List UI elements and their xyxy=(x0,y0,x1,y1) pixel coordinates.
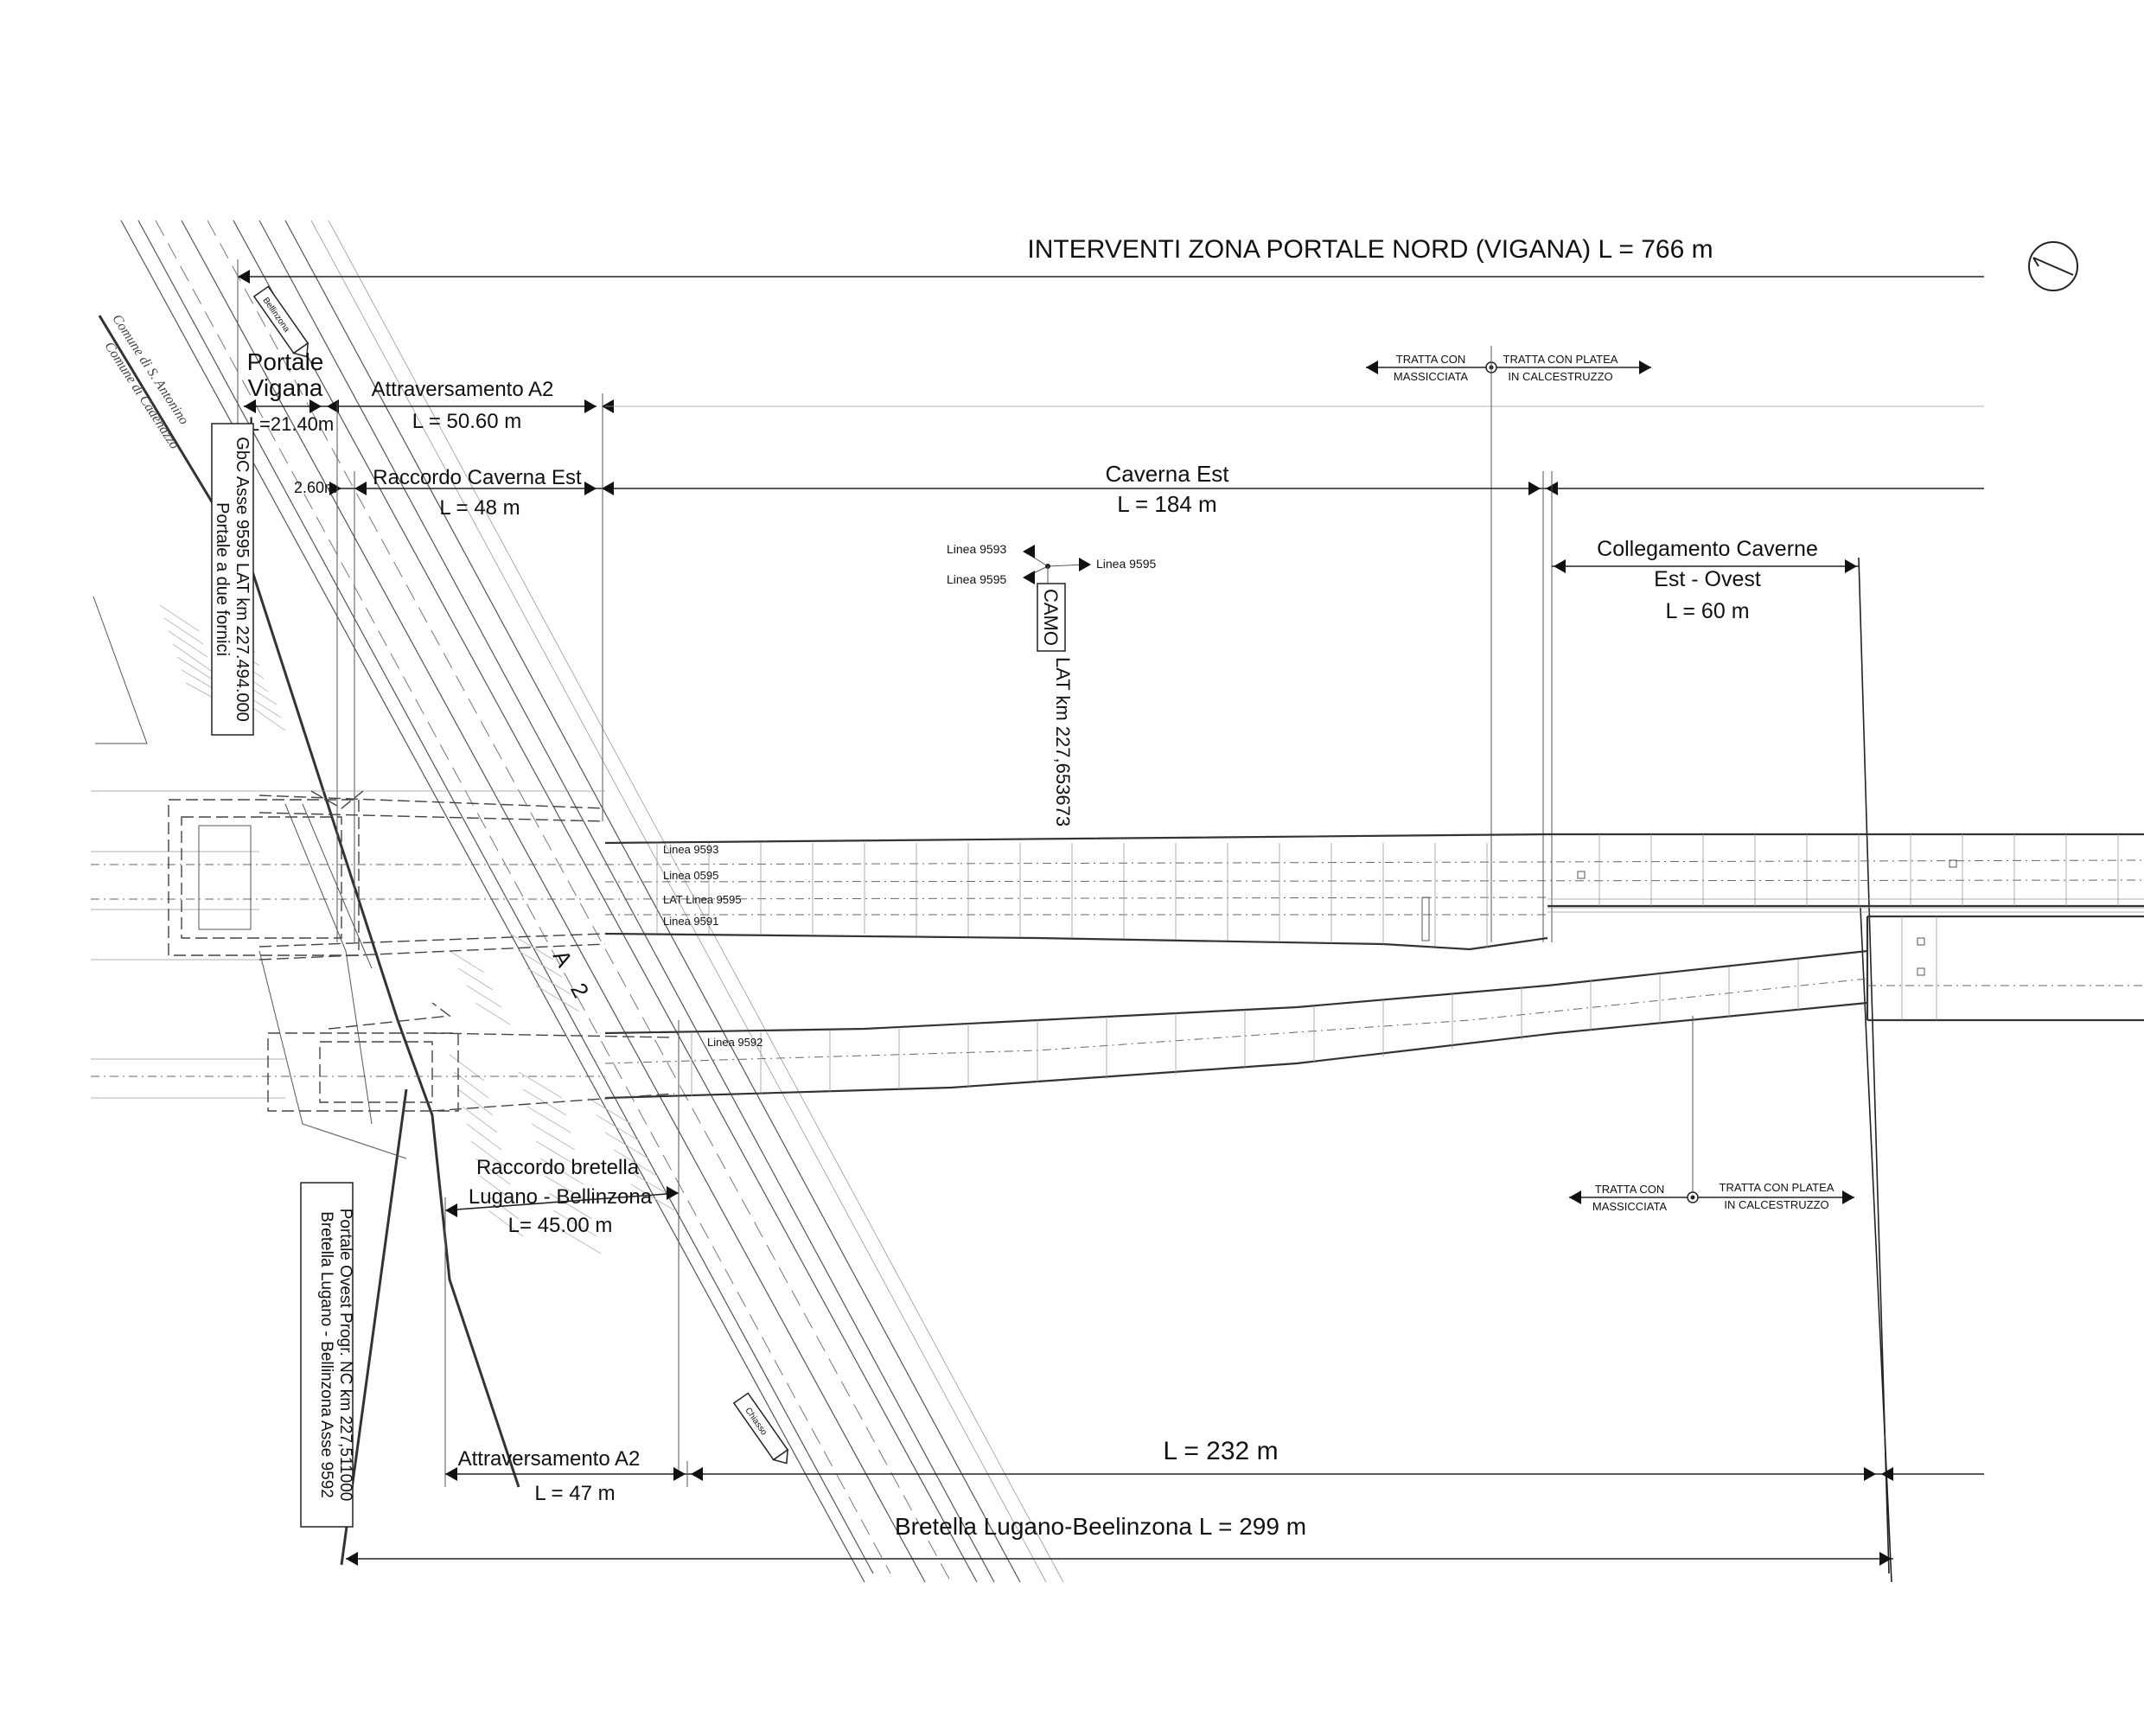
svg-text:Portale: Portale xyxy=(247,348,324,375)
svg-text:Linea 9593: Linea 9593 xyxy=(947,542,1007,556)
bretella-box: Bretella Lugano - Bellinzona Asse 9592 P… xyxy=(300,1182,354,1528)
collegamento-caverne-dim: Collegamento Caverne Est - Ovest L = 60 … xyxy=(1552,537,1859,623)
svg-text:L = 47 m: L = 47 m xyxy=(534,1482,615,1505)
road-sign-chiasso: Chiasso xyxy=(732,1392,789,1465)
label-linea-9591: Linea 9591 xyxy=(663,915,718,928)
svg-text:L = 48 m: L = 48 m xyxy=(439,496,520,520)
tunnel-bretella-tube xyxy=(604,915,2144,1100)
road-sign-bellinzona: Bellinzona xyxy=(252,285,309,358)
svg-text:L = 50.60 m: L = 50.60 m xyxy=(412,410,522,433)
svg-text:Attraversamento A2: Attraversamento A2 xyxy=(458,1447,641,1471)
dim-line-total xyxy=(237,259,1984,450)
svg-text:TRATTA CON PLATEA: TRATTA CON PLATEA xyxy=(1720,1181,1835,1194)
svg-text:TRATTA CON: TRATTA CON xyxy=(1595,1183,1664,1196)
svg-text:Raccordo Caverna Est: Raccordo Caverna Est xyxy=(373,466,582,489)
attraversamento-a2-top: Attraversamento A2 L = 50.60 m xyxy=(372,378,554,433)
svg-text:Raccordo bretella: Raccordo bretella xyxy=(476,1156,640,1179)
svg-text:Portale Ovest Progr. NC km 227: Portale Ovest Progr. NC km 227,511000 xyxy=(336,1209,354,1502)
caverna-est-dim: Caverna Est L = 184 m xyxy=(1105,461,1229,517)
camo-detail: Linea 9593 Linea 9595 Linea 9595 CAMO LA… xyxy=(947,542,1157,827)
svg-text:L=21.40m: L=21.40m xyxy=(249,413,334,435)
main-title: INTERVENTI ZONA PORTALE NORD (VIGANA) L … xyxy=(1027,235,1713,264)
svg-text:CAMO: CAMO xyxy=(1040,589,1062,646)
label-linea-9592: Linea 9592 xyxy=(707,1036,763,1049)
svg-text:Linea 9595: Linea 9595 xyxy=(947,572,1007,586)
portale-vigana-dim: Portale Vigana L=21.40m xyxy=(244,348,1984,435)
tratta-marker-top: TRATTA CON MASSICCIATA TRATTA CON PLATEA… xyxy=(1366,346,1651,942)
svg-text:Portale a due fornici: Portale a due fornici xyxy=(213,502,232,656)
label-linea-0595: Linea 0595 xyxy=(663,869,718,882)
svg-text:Vigana: Vigana xyxy=(248,374,323,401)
svg-text:TRATTA CON PLATEA: TRATTA CON PLATEA xyxy=(1503,353,1618,366)
svg-text:Bretella Lugano-Beelinzona L =: Bretella Lugano-Beelinzona L = 299 m xyxy=(895,1513,1306,1540)
north-arrow-icon xyxy=(2028,241,2078,291)
svg-text:Est - Ovest: Est - Ovest xyxy=(1654,567,1761,591)
svg-text:Linea 9595: Linea 9595 xyxy=(1096,557,1157,571)
track-labels: Linea 9593 Linea 0595 LAT Linea 9595 Lin… xyxy=(663,843,763,1049)
svg-text:Bretella Lugano - Bellinzona A: Bretella Lugano - Bellinzona Asse 9592 xyxy=(317,1211,335,1498)
highway-a2 xyxy=(120,220,1064,1583)
extension-lines xyxy=(336,393,1892,1583)
svg-text:2.60m: 2.60m xyxy=(294,479,337,496)
svg-text:Caverna Est: Caverna Est xyxy=(1105,461,1229,487)
svg-text:L= 45.00 m: L= 45.00 m xyxy=(508,1214,613,1237)
length-232: L = 232 m xyxy=(1163,1437,1278,1465)
portal-structures xyxy=(168,790,675,1159)
svg-text:Attraversamento A2: Attraversamento A2 xyxy=(372,378,554,401)
svg-text:L = 184 m: L = 184 m xyxy=(1117,491,1216,517)
a2-label: A 2 xyxy=(548,946,598,1010)
tunnel-main-tube xyxy=(604,833,2144,951)
svg-text:L = 60 m: L = 60 m xyxy=(1665,599,1749,623)
svg-text:IN CALCESTRUZZO: IN CALCESTRUZZO xyxy=(1508,370,1612,383)
attraversamento-a2-bottom: Attraversamento A2 L = 47 m xyxy=(444,1197,1984,1505)
svg-text:IN CALCESTRUZZO: IN CALCESTRUZZO xyxy=(1724,1198,1828,1211)
svg-text:MASSICCIATA: MASSICCIATA xyxy=(1592,1200,1668,1213)
svg-text:MASSICCIATA: MASSICCIATA xyxy=(1394,370,1469,383)
label-lat-linea-9595: LAT Linea 9595 xyxy=(663,893,742,906)
portal-box: GbC Asse 9595 LAT km 227.494.000 Portale… xyxy=(211,423,254,736)
raccordo-bretella-dim: Raccordo bretella Lugano - Bellinzona L=… xyxy=(444,1020,680,1470)
raccordo-caverna-est-dim: 2.60m Raccordo Caverna Est L = 48 m xyxy=(294,466,1984,520)
svg-text:LAT km 227,653673: LAT km 227,653673 xyxy=(1052,657,1074,827)
left-tracks xyxy=(91,790,605,1099)
bretella-total-dim: Bretella Lugano-Beelinzona L = 299 m xyxy=(346,1513,1893,1566)
tratta-marker-bottom: TRATTA CON MASSICCIATA TRATTA CON PLATEA… xyxy=(1569,1016,1854,1213)
svg-text:TRATTA CON: TRATTA CON xyxy=(1396,353,1465,366)
label-linea-9593: Linea 9593 xyxy=(663,843,718,856)
svg-text:GbC Asse 9595 LAT km 227.494.0: GbC Asse 9595 LAT km 227.494.000 xyxy=(233,437,252,721)
svg-text:Collegamento Caverne: Collegamento Caverne xyxy=(1597,537,1818,561)
